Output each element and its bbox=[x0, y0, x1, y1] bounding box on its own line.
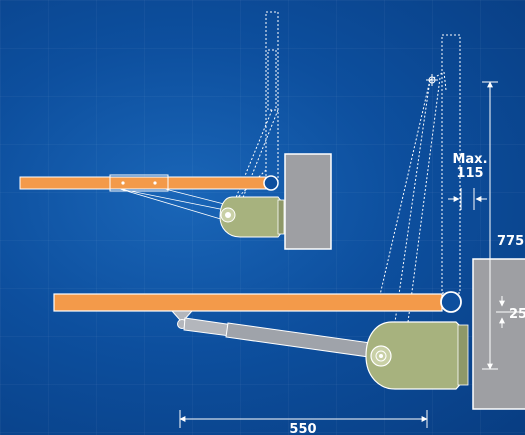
lower-motor bbox=[365, 321, 469, 390]
upper-gate-bar bbox=[19, 176, 269, 190]
dimension-lines bbox=[179, 81, 525, 428]
upper-arm-linkage bbox=[119, 188, 229, 221]
lower-hinge bbox=[440, 291, 462, 313]
lower-arm-open-position bbox=[379, 34, 461, 323]
max-value: 115 bbox=[456, 166, 483, 181]
upper-motor bbox=[219, 196, 285, 238]
lower-actuator-arm bbox=[183, 317, 379, 359]
upper-pillar bbox=[284, 153, 332, 250]
height-dimension-label: 775 bbox=[497, 234, 524, 249]
upper-hinge bbox=[263, 175, 279, 191]
lower-assembly bbox=[53, 34, 525, 410]
length-dimension-label: 550 bbox=[289, 422, 316, 435]
upper-gate-clamp bbox=[109, 174, 169, 192]
lower-gate-bar bbox=[53, 293, 443, 312]
lower-arm-open-joint bbox=[426, 74, 438, 86]
upper-assembly bbox=[19, 11, 332, 250]
lower-pillar bbox=[472, 258, 525, 410]
max-label: Max. bbox=[452, 152, 487, 167]
offset-dimension-label: 25 bbox=[509, 307, 525, 322]
